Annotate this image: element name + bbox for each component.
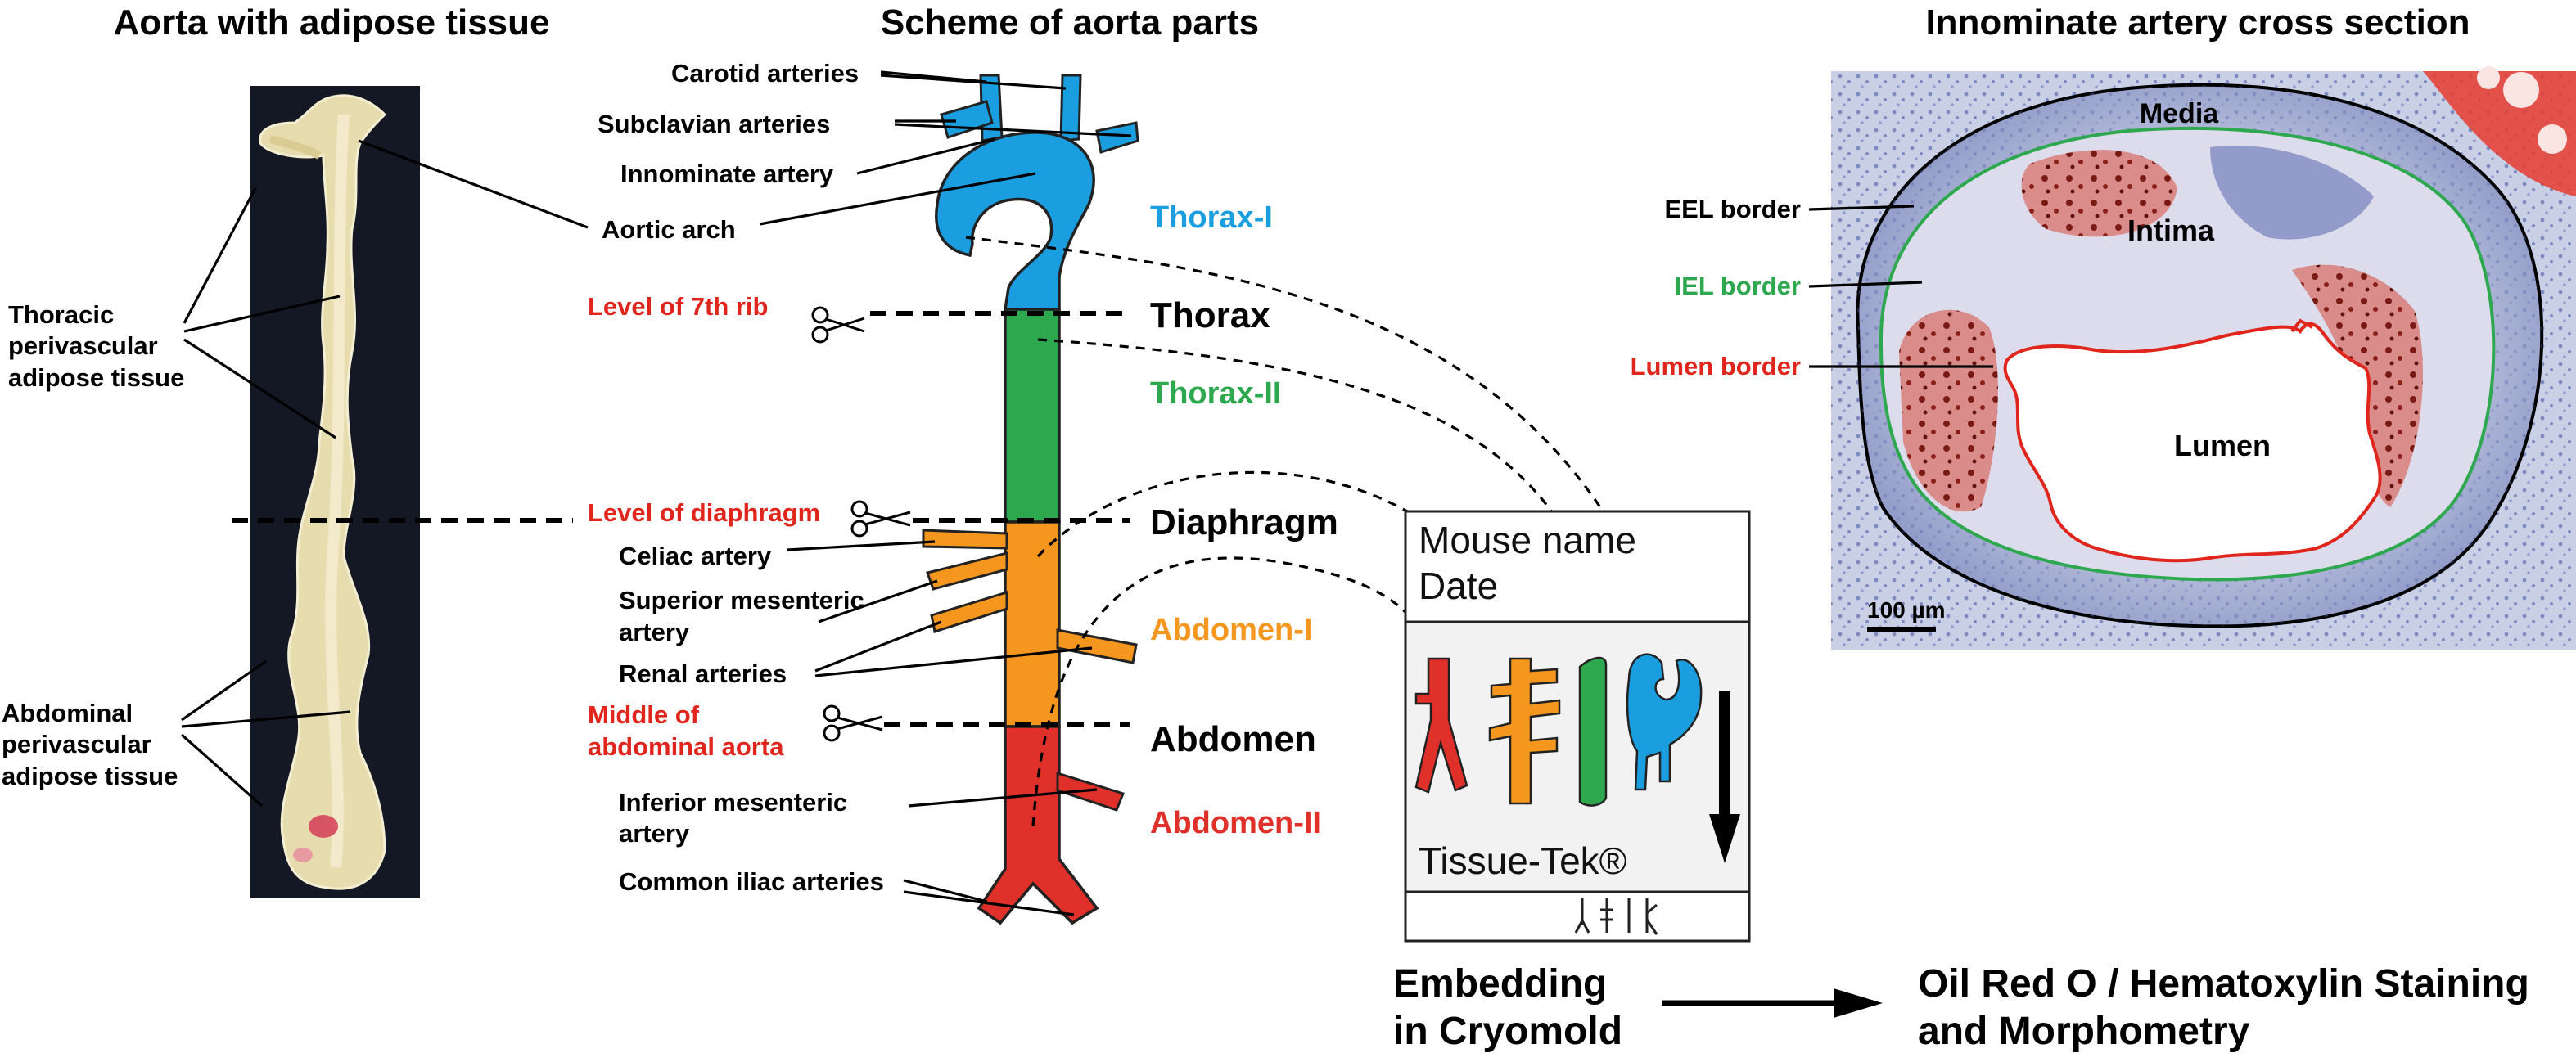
celiac-branch: [922, 529, 1008, 550]
embedded-thorax-1: [1626, 653, 1703, 791]
cross-section-image: [1831, 66, 2576, 650]
renal-branch-left: [930, 590, 1008, 633]
subclavian-branch-right: [1095, 121, 1139, 154]
scissors-icon: [850, 500, 911, 538]
leader-thoracic-1: [183, 187, 257, 324]
leader-abdominal-1: [181, 659, 267, 722]
label-abdominal-1: Abdominal: [2, 699, 133, 727]
title-left: Aorta with adipose tissue: [114, 2, 550, 43]
leader-inferior-mesenteric: [908, 788, 1098, 808]
label-intima: Intima: [2127, 214, 2215, 247]
cryomold-date: Date: [1419, 565, 1498, 607]
cryomold-medium: Tissue-Tek®: [1419, 839, 1627, 882]
renal-branch-right: [1056, 628, 1138, 664]
label-subclavian: Subclavian arteries: [598, 110, 830, 138]
label-lumen: Lumen: [2174, 429, 2271, 462]
label-abdominal-2: perivascular: [2, 730, 151, 758]
label-carotid: Carotid arteries: [671, 59, 859, 88]
label-diaphragm: Diaphragm: [1150, 502, 1338, 542]
aorta-photo: [250, 86, 420, 898]
title-right: Innominate artery cross section: [1925, 2, 2470, 43]
embedded-thorax-2: [1578, 656, 1608, 807]
inferior-mesenteric-branch: [1056, 771, 1125, 812]
label-iel: IEL border: [1675, 272, 1801, 300]
superior-mesenteric-branch: [926, 551, 1008, 591]
label-inferior-mesenteric-2: artery: [619, 819, 690, 848]
label-thoracic-2: perivascular: [8, 331, 158, 360]
label-inferior-mesenteric-1: Inferior mesenteric: [619, 788, 847, 817]
leader-innominate: [856, 137, 995, 175]
label-common-iliac: Common iliac arteries: [619, 867, 884, 896]
aorta-scheme: [922, 74, 1139, 925]
leader-carotid-2: [880, 74, 1067, 90]
label-superior-mesenteric-1: Superior mesenteric: [619, 586, 864, 614]
abdomen-1-segment: [1004, 520, 1061, 728]
label-media: Media: [2140, 98, 2219, 129]
label-innominate: Innominate artery: [620, 160, 834, 188]
label-thoracic-3: adipose tissue: [8, 363, 184, 392]
transfer-arrow-abdomen-1: [1036, 470, 1530, 638]
leader-renal-1: [814, 620, 942, 673]
leader-common-iliac-2: [903, 890, 1075, 916]
arrow-down-icon: [1709, 691, 1740, 863]
title-middle: Scheme of aorta parts: [881, 2, 1259, 43]
transfer-arrow-abdomen-2: [1031, 556, 1429, 827]
leader-aortic-arch-photo: [358, 139, 589, 229]
label-lumen-border: Lumen border: [1631, 352, 1801, 380]
mold-orientation-pictogram: [1574, 898, 1658, 935]
label-abdomen: Abdomen: [1150, 719, 1316, 759]
leader-superior-mesenteric: [818, 579, 938, 623]
arrow-right-icon: [1662, 988, 1883, 1018]
step-embedding-1: Embedding: [1393, 962, 1607, 1006]
label-cut-diaphragm: Level of diaphragm: [588, 498, 820, 527]
leader-abdominal-3: [180, 733, 264, 808]
leader-abdominal-2: [181, 710, 351, 728]
label-eel: EEL border: [1664, 195, 1801, 223]
label-abdomen-2: Abdomen-II: [1150, 806, 1321, 840]
scissors-icon: [811, 306, 865, 344]
scissors-icon: [823, 704, 883, 742]
cryomold-mouse-name: Mouse name: [1419, 519, 1636, 561]
label-scale: 100 µm: [1867, 597, 1946, 623]
leader-eel: [1808, 205, 1915, 211]
step-staining-1: Oil Red O / Hematoxylin Staining: [1918, 962, 2529, 1006]
label-renal: Renal arteries: [619, 659, 787, 688]
label-thorax-1: Thorax-I: [1150, 200, 1273, 235]
carotid-branch-right: [1059, 74, 1082, 142]
label-cut-rib: Level of 7th rib: [588, 292, 768, 321]
label-thorax-2: Thorax-II: [1150, 376, 1281, 411]
label-abdomen-1: Abdomen-I: [1150, 613, 1312, 647]
label-aortic-arch: Aortic arch: [602, 215, 736, 244]
step-embedding-2: in Cryomold: [1393, 1010, 1622, 1053]
label-cut-middle-1: Middle of: [588, 700, 700, 729]
label-celiac: Celiac artery: [619, 542, 772, 570]
label-thorax: Thorax: [1150, 295, 1270, 335]
leader-thoracic-3: [183, 338, 336, 439]
step-staining-2: and Morphometry: [1918, 1010, 2250, 1053]
leader-iel: [1808, 281, 1923, 288]
leader-common-iliac-1: [903, 879, 988, 903]
label-abdominal-3: adipose tissue: [2, 762, 178, 790]
label-thoracic-1: Thoracic: [8, 300, 114, 329]
leader-carotid-1: [880, 70, 987, 83]
thorax-2-segment: [1004, 308, 1061, 524]
embedded-abdomen-2: [1414, 657, 1468, 794]
leader-thoracic-2: [183, 295, 341, 333]
leader-celiac: [787, 540, 936, 551]
label-superior-mesenteric-2: artery: [619, 618, 690, 646]
label-cut-middle-2: abdominal aorta: [588, 732, 784, 761]
abdomen-2-segment: [977, 725, 1099, 925]
leader-aortic-arch: [759, 172, 1036, 226]
leader-renal-2: [814, 646, 1093, 677]
embedded-abdomen-1: [1488, 657, 1561, 805]
leader-subclavian-2: [894, 123, 1132, 137]
thorax-1-segment: [935, 131, 1095, 311]
